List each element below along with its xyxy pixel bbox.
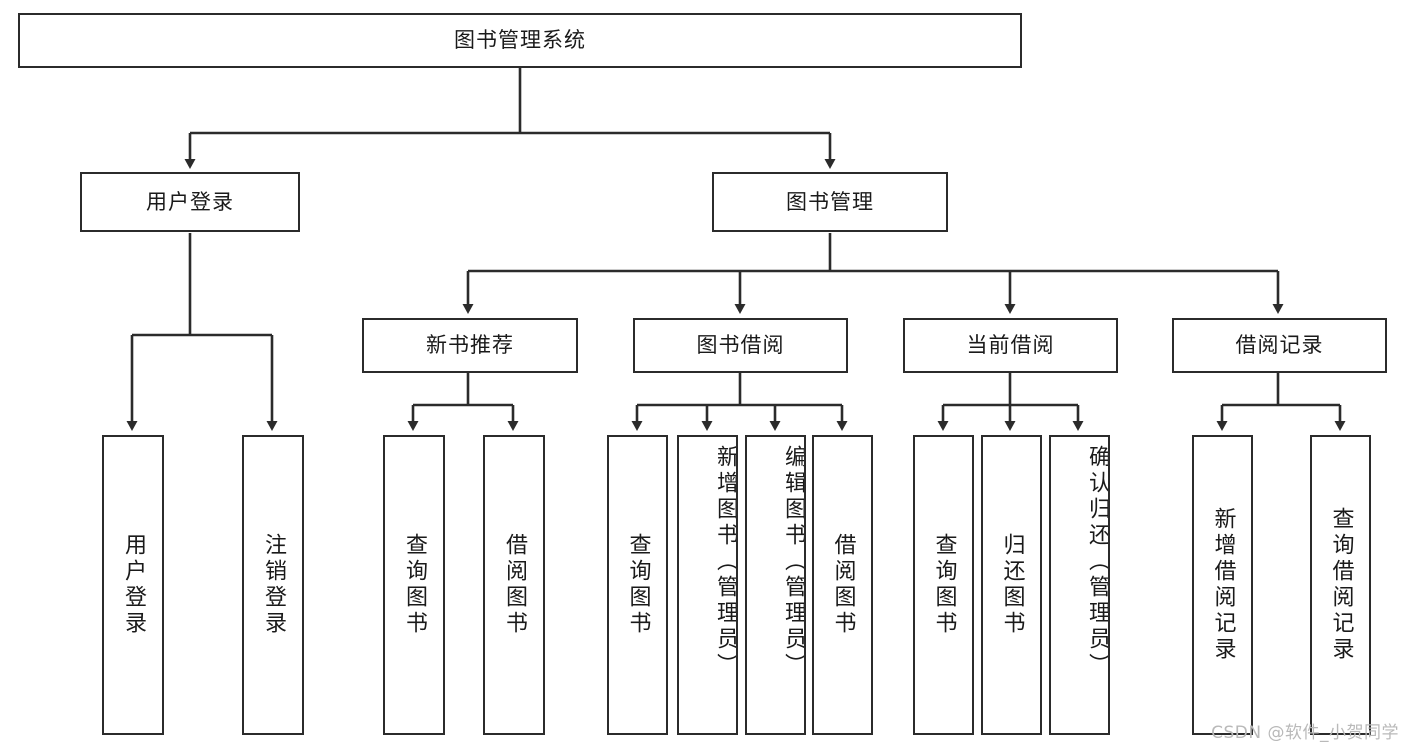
node-root[interactable]: 图书管理系统 [18,13,1022,68]
leaf-current-query-book-label: 查询图书 [931,533,957,637]
leaf-current-return-book[interactable]: 归还图书 [981,435,1042,735]
node-current-borrow[interactable]: 当前借阅 [903,318,1118,373]
node-new-book-recommend-label: 新书推荐 [426,333,514,358]
node-borrow-record[interactable]: 借阅记录 [1172,318,1387,373]
leaf-recommend-query-book-label: 查询图书 [402,533,427,637]
leaf-recommend-query-book[interactable]: 查询图书 [383,435,445,735]
node-borrow-record-label: 借阅记录 [1235,333,1324,358]
node-book-management-label: 图书管理 [786,189,874,214]
leaf-borrow-edit-book-label: 编辑图书（管理员） [781,445,806,679]
leaf-record-add-record-label: 新增借阅记录 [1210,507,1236,663]
leaf-record-add-record[interactable]: 新增借阅记录 [1192,435,1253,735]
leaf-borrow-edit-book[interactable]: 编辑图书（管理员） [745,435,806,735]
leaf-borrow-borrow-book[interactable]: 借阅图书 [812,435,873,735]
node-user-login[interactable]: 用户登录 [80,172,300,232]
leaf-borrow-query-book[interactable]: 查询图书 [607,435,668,735]
leaf-user-login-label: 用户登录 [121,533,146,637]
leaf-current-return-book-label: 归还图书 [999,533,1025,637]
leaf-borrow-add-book[interactable]: 新增图书（管理员） [677,435,738,735]
leaf-recommend-borrow-book[interactable]: 借阅图书 [483,435,545,735]
leaf-borrow-add-book-label: 新增图书（管理员） [713,445,738,679]
leaf-borrow-borrow-book-label: 借阅图书 [830,533,856,637]
node-book-management[interactable]: 图书管理 [712,172,948,232]
leaf-borrow-query-book-label: 查询图书 [625,533,651,637]
node-user-login-label: 用户登录 [146,189,234,214]
leaf-recommend-borrow-book-label: 借阅图书 [502,533,527,637]
leaf-record-query-record[interactable]: 查询借阅记录 [1310,435,1371,735]
leaf-user-login[interactable]: 用户登录 [102,435,164,735]
node-book-borrow[interactable]: 图书借阅 [633,318,848,373]
leaf-current-confirm-return[interactable]: 确认归还（管理员） [1049,435,1110,735]
leaf-record-query-record-label: 查询借阅记录 [1328,507,1354,663]
node-root-label: 图书管理系统 [454,28,586,53]
leaf-current-confirm-return-label: 确认归还（管理员） [1085,445,1110,679]
node-book-borrow-label: 图书借阅 [696,333,785,358]
leaf-user-logout[interactable]: 注销登录 [242,435,304,735]
node-new-book-recommend[interactable]: 新书推荐 [362,318,578,373]
leaf-current-query-book[interactable]: 查询图书 [913,435,974,735]
watermark: CSDN @软件_小贺同学 [1211,723,1399,743]
node-current-borrow-label: 当前借阅 [966,333,1055,358]
leaf-user-logout-label: 注销登录 [261,533,286,637]
